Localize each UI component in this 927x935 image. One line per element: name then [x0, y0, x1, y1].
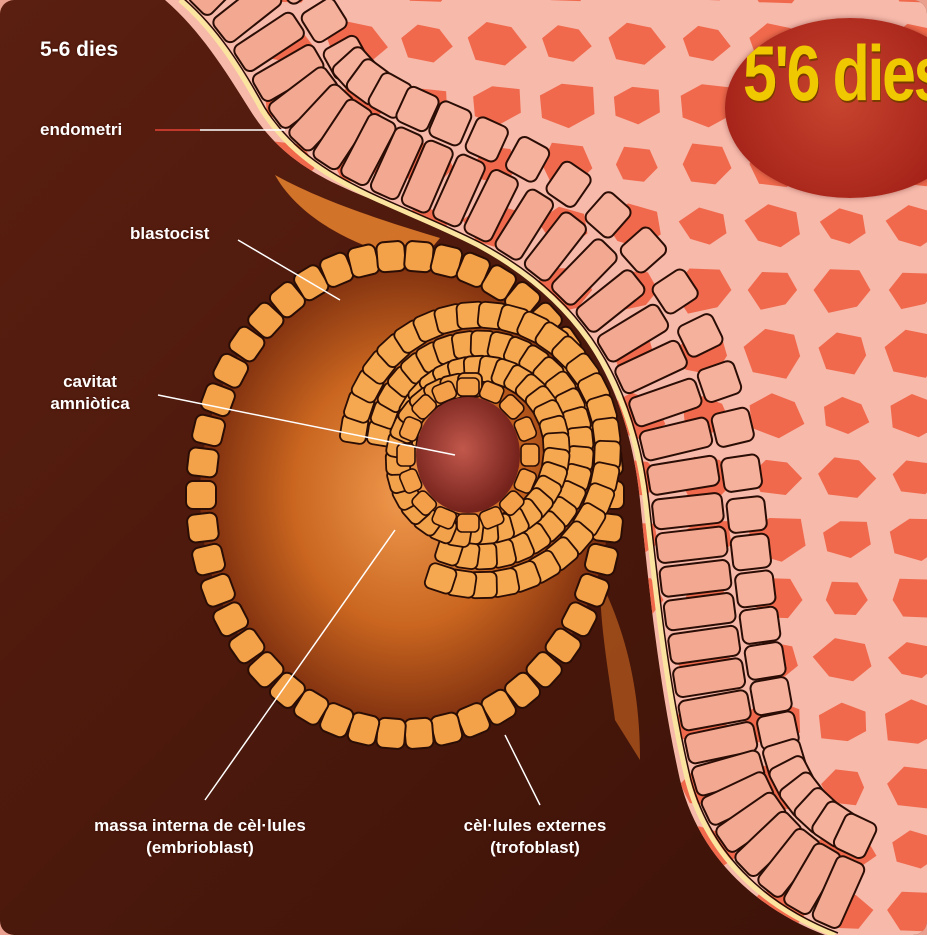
label-massa-line2: (embrioblast) — [55, 837, 345, 859]
trophoblast-cell — [404, 241, 434, 273]
trophoblast-cell — [186, 447, 219, 478]
epithelium-cell — [730, 533, 772, 571]
label-cavitat: cavitat amniòtica — [40, 371, 140, 415]
amnion-cell — [521, 444, 539, 466]
label-celules-line1: cèl·lules externes — [450, 815, 620, 837]
amnion-cell — [397, 444, 415, 466]
label-cavitat-line2: amniòtica — [40, 393, 140, 415]
epithelium-cell — [651, 492, 724, 530]
epithelium-cell — [726, 496, 768, 534]
epithelium-cell — [749, 676, 792, 716]
label-endometri: endometri — [40, 119, 122, 141]
trophoblast-cell — [584, 542, 620, 576]
epithelium-cell — [744, 641, 787, 680]
amniotic-cavity — [416, 397, 520, 513]
amnion-cell — [457, 378, 479, 396]
epithelium-cell — [720, 454, 763, 493]
label-celules-line2: (trofoblast) — [450, 837, 620, 859]
day-badge-text: 5'6 dies — [743, 28, 927, 119]
amnion-cell — [457, 514, 479, 532]
trophoblast-cell — [376, 717, 406, 749]
trophoblast-cell — [186, 512, 219, 543]
label-celules-externes: cèl·lules externes (trofoblast) — [450, 815, 620, 859]
trophoblast-cell — [186, 481, 216, 509]
trophoblast-cell — [404, 717, 434, 749]
epithelium-cell — [734, 570, 776, 608]
trophoblast-cell — [191, 542, 227, 576]
epithelium-cell — [739, 606, 781, 645]
trophoblast-cell — [376, 241, 406, 273]
label-blastocist: blastocist — [130, 223, 209, 245]
trophoblast-cell — [191, 413, 227, 447]
label-massa-interna: massa interna de cèl·lules (embrioblast) — [55, 815, 345, 859]
epithelium-cell — [710, 406, 755, 448]
stage-title: 5-6 dies — [40, 38, 118, 62]
label-massa-line1: massa interna de cèl·lules — [55, 815, 345, 837]
label-cavitat-line1: cavitat — [40, 371, 140, 393]
